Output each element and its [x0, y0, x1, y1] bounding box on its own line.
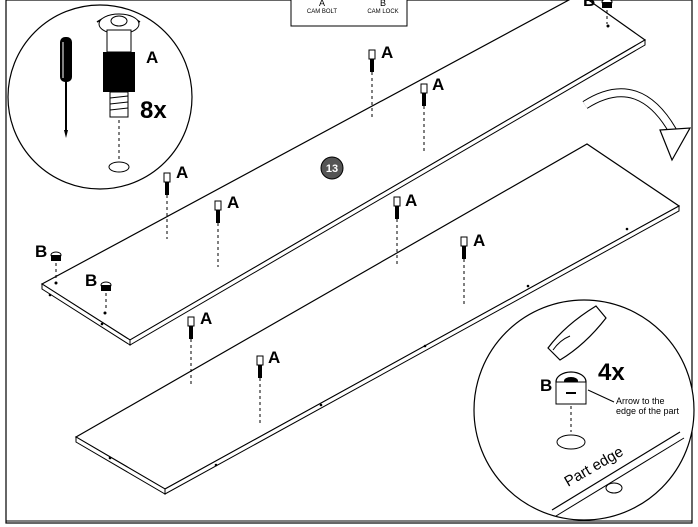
label-b-1: B — [35, 242, 47, 261]
label-a-2: A — [432, 75, 444, 94]
cam-locks: B B B — [35, 0, 613, 309]
legend-letter-b: B — [380, 0, 386, 8]
cam-bolt-icon — [460, 236, 468, 305]
cam-bolt-icon — [368, 49, 376, 120]
count-b: 4x — [598, 359, 625, 386]
label-a-3: A — [176, 163, 188, 182]
label-a-1: A — [381, 43, 393, 62]
arrow-pointer — [587, 389, 615, 403]
label-a-8: A — [268, 348, 280, 367]
count-a: 8x — [140, 97, 167, 124]
finger-press-icon — [547, 305, 607, 361]
legend-caption-b: CAM LOCK — [367, 9, 398, 15]
detail-label-b: B — [540, 376, 552, 395]
detail-cam-bolt: A 8x — [7, 4, 193, 190]
cam-bolts: A A A A A A — [163, 43, 485, 424]
cam-lock-icon — [50, 251, 62, 279]
parts-legend: A CAM BOLT B CAM LOCK — [290, 0, 408, 27]
lower-panel — [74, 143, 681, 495]
cam-lock-icon — [601, 0, 613, 24]
part-edge-line — [551, 431, 681, 511]
detail-cam-lock: B 4x Arrow to the edge of the part Part … — [473, 299, 695, 521]
cam-bolt-icon — [393, 196, 401, 267]
label-a-6: A — [473, 231, 485, 250]
label-a-7: A — [200, 309, 212, 328]
legend-letter-a: A — [319, 0, 325, 8]
screwdriver-icon — [60, 37, 72, 138]
detail-label-a: A — [146, 48, 158, 67]
cam-lock-icon — [555, 371, 587, 450]
arrow-note-line1: Arrow to the — [616, 396, 665, 406]
cam-bolt-icon — [420, 83, 428, 152]
rotate-arrow-icon — [582, 88, 692, 162]
upper-panel — [40, 0, 647, 346]
label-b-2: B — [85, 271, 97, 290]
label-a-5: A — [405, 191, 417, 210]
label-b-3: B — [583, 0, 595, 10]
step-badge: 13 — [320, 156, 344, 180]
arrow-note-line2: edge of the part — [616, 406, 680, 416]
cam-bolt-icon — [187, 316, 195, 387]
cam-bolt-icon — [256, 355, 264, 424]
cam-lock-icon — [100, 281, 112, 309]
cam-bolt-icon — [96, 13, 141, 173]
step-number: 13 — [326, 163, 338, 175]
label-a-4: A — [227, 193, 239, 212]
cam-bolt-icon — [163, 172, 171, 239]
page-border — [5, 0, 693, 524]
cam-bolt-icon — [214, 200, 222, 267]
legend-caption-a: CAM BOLT — [307, 9, 338, 15]
